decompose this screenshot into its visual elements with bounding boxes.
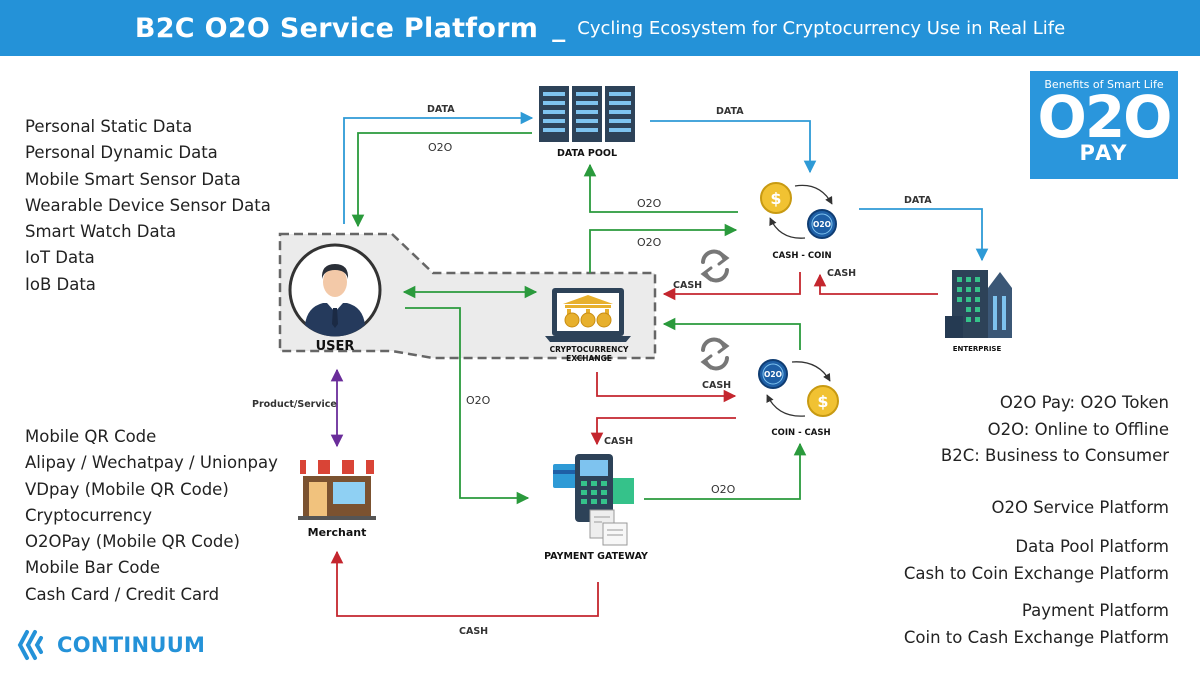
datapool-to-cashcoin-data-arrow: [650, 120, 817, 174]
data-sources-list: Personal Static Data Personal Dynamic Da…: [25, 114, 271, 298]
user-to-datapool-data-arrow: [343, 111, 534, 224]
cash-coin-label: CASH - COIN: [772, 251, 831, 261]
enterprise-to-cashcoin-cash-arrow: [813, 273, 938, 295]
user-label: USER: [316, 339, 355, 354]
pay-badge-o2o: O2O: [1037, 83, 1173, 151]
definitions-list: O2O Pay: O2O Token O2O: Online to Offlin…: [941, 390, 1169, 470]
logo-text: CONTINUUM: [57, 633, 206, 657]
user-avatar-icon: [288, 243, 382, 337]
gateway-to-coincash-o2o-arrow: [644, 442, 807, 500]
payment-method-item: Cryptocurrency: [25, 505, 152, 525]
payment-method-item: Mobile Bar Code: [25, 558, 161, 578]
definition-item: O2O: Online to Offline: [987, 419, 1169, 439]
platform-item: Payment Platform: [1021, 601, 1169, 620]
cash-coin-o2o-mark: O2O: [813, 220, 831, 229]
label-o2o-2: O2O: [637, 197, 662, 210]
label-data-2: DATA: [716, 106, 744, 117]
label-cash-4: CASH: [604, 436, 633, 447]
payment-method-item: VDpay (Mobile QR Code): [25, 479, 229, 499]
payment-method-item: Mobile QR Code: [25, 427, 157, 446]
data-source-item: Personal Static Data: [25, 117, 193, 136]
label-product-service: Product/Service: [252, 399, 337, 410]
data-source-item: IoT Data: [25, 248, 95, 268]
sync-icon: [700, 249, 730, 283]
definition-item: B2C: Business to Consumer: [940, 446, 1169, 465]
sync-icon: [700, 337, 730, 371]
data-source-item: IoB Data: [25, 274, 96, 294]
exchange-label-line2: EXCHANGE: [566, 354, 612, 363]
label-o2o-5: O2O: [711, 483, 736, 496]
data-pool-label: DATA POOL: [557, 148, 617, 159]
label-o2o-3: O2O: [637, 236, 662, 249]
pay-badge-tagline: Benefits of Smart Life: [1044, 78, 1164, 91]
exchange-label-line1: CRYPTOCURRENCY: [550, 345, 629, 354]
enterprise-label: ENTERPRISE: [953, 345, 1002, 353]
label-o2o-1: O2O: [428, 141, 453, 154]
cashcoin-to-exchange-cash-arrow: [662, 272, 801, 301]
page-subtitle: Cycling Ecosystem for Cryptocurrency Use…: [577, 17, 1066, 39]
cashcoin-to-datapool-o2o-arrow: [583, 163, 738, 213]
data-source-item: Personal Dynamic Data: [25, 143, 218, 163]
page-title: B2C O2O Service Platform: [134, 12, 539, 44]
merchant-shop-icon: [298, 460, 376, 520]
o2o-pay-badge: Benefits of Smart Life O2O PAY: [1030, 71, 1178, 179]
header-banner: B2C O2O Service Platform _ Cycling Ecosy…: [0, 0, 1200, 56]
coincash-to-gateway-cash-arrow: [590, 417, 736, 446]
label-data-3: DATA: [904, 195, 932, 206]
platform-group-2: Payment Platform Coin to Cash Exchange P…: [904, 598, 1169, 651]
payment-method-item: O2OPay (Mobile QR Code): [25, 532, 240, 552]
coincash-to-exchange-o2o-arrow: [662, 317, 801, 350]
gateway-to-merchant-cash-arrow: [330, 550, 599, 617]
label-o2o-4: O2O: [466, 394, 491, 407]
continuum-logo: CONTINUUM: [17, 628, 205, 662]
data-pool-servers-icon: [539, 86, 635, 142]
platform-item: Data Pool Platform: [1015, 537, 1169, 556]
coin-cash-label: COIN - CASH: [771, 428, 830, 438]
pay-badge-pay: PAY: [1079, 141, 1129, 165]
platform-item: Cash to Coin Exchange Platform: [903, 563, 1169, 583]
data-source-item: Smart Watch Data: [25, 222, 177, 242]
payment-gateway-terminal-icon: [553, 454, 634, 546]
coin-cash-o2o-mark: O2O: [764, 370, 782, 379]
definition-item: O2O Pay: O2O Token: [999, 393, 1169, 412]
payment-methods-list: Mobile QR Code Alipay / Wechatpay / Unio…: [25, 424, 278, 608]
data-source-item: Mobile Smart Sensor Data: [25, 169, 241, 189]
label-cash-1: CASH: [673, 280, 702, 291]
platform-group-1: Data Pool Platform Cash to Coin Exchange…: [904, 534, 1169, 587]
exchange-to-coincash-cash-arrow: [596, 372, 737, 403]
user-to-gateway-o2o-arrow: [405, 307, 530, 505]
cash-coin-icon: $ O2O: [760, 182, 837, 239]
data-source-item: Wearable Device Sensor Data: [25, 195, 271, 215]
label-data-1: DATA: [427, 104, 455, 115]
platform-item: O2O Service Platform: [991, 498, 1169, 517]
merchant-label: Merchant: [308, 526, 367, 539]
exchange-laptop-icon: [545, 288, 631, 342]
payment-method-item: Alipay / Wechatpay / Unionpay: [25, 453, 278, 473]
payment-gateway-label: PAYMENT GATEWAY: [544, 551, 648, 562]
label-cash-2: CASH: [827, 268, 856, 279]
coin-cash-dollar-symbol: $: [817, 392, 828, 411]
enterprise-buildings-icon: [945, 270, 1012, 338]
continuum-logo-icon: [17, 630, 43, 660]
title-separator: _: [552, 13, 566, 43]
payment-method-item: Cash Card / Credit Card: [25, 584, 220, 604]
cash-coin-dollar-symbol: $: [770, 189, 781, 208]
platform-service: O2O Service Platform: [991, 495, 1169, 522]
label-cash-3: CASH: [702, 380, 731, 391]
label-cash-5: CASH: [459, 626, 488, 637]
platform-item: Coin to Cash Exchange Platform: [903, 627, 1169, 647]
coin-cash-icon: O2O $: [758, 359, 839, 417]
datapool-to-user-o2o-arrow: [351, 132, 532, 228]
exchange-to-cashcoin-o2o-arrow: [589, 223, 738, 273]
cashcoin-to-enterprise-data-arrow: [859, 208, 989, 262]
